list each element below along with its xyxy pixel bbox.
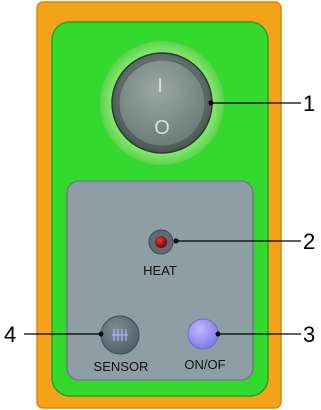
- sensor-button[interactable]: [100, 315, 140, 355]
- onoff-label: ON/OF: [184, 357, 225, 372]
- sensor-icon: [112, 329, 128, 341]
- onoff-button[interactable]: [187, 318, 219, 350]
- callout-1: 1: [208, 91, 315, 116]
- heat-led: [155, 236, 167, 248]
- heat-indicator: [148, 229, 174, 255]
- callout-2-number: 2: [303, 229, 315, 254]
- callout-3: 3: [215, 322, 315, 347]
- power-switch[interactable]: I O: [111, 52, 213, 154]
- callout-3-number: 3: [303, 322, 315, 347]
- power-switch-on-symbol: I: [157, 75, 163, 97]
- heat-label: HEAT: [143, 263, 177, 278]
- callout-2: 2: [173, 229, 315, 254]
- callout-4: 4: [4, 322, 104, 347]
- sensor-label: SENSOR: [94, 359, 149, 374]
- callout-1-number: 1: [303, 91, 315, 116]
- control-subpanel: [66, 180, 254, 381]
- callout-4-number: 4: [4, 322, 16, 347]
- power-switch-off-symbol: O: [154, 117, 170, 139]
